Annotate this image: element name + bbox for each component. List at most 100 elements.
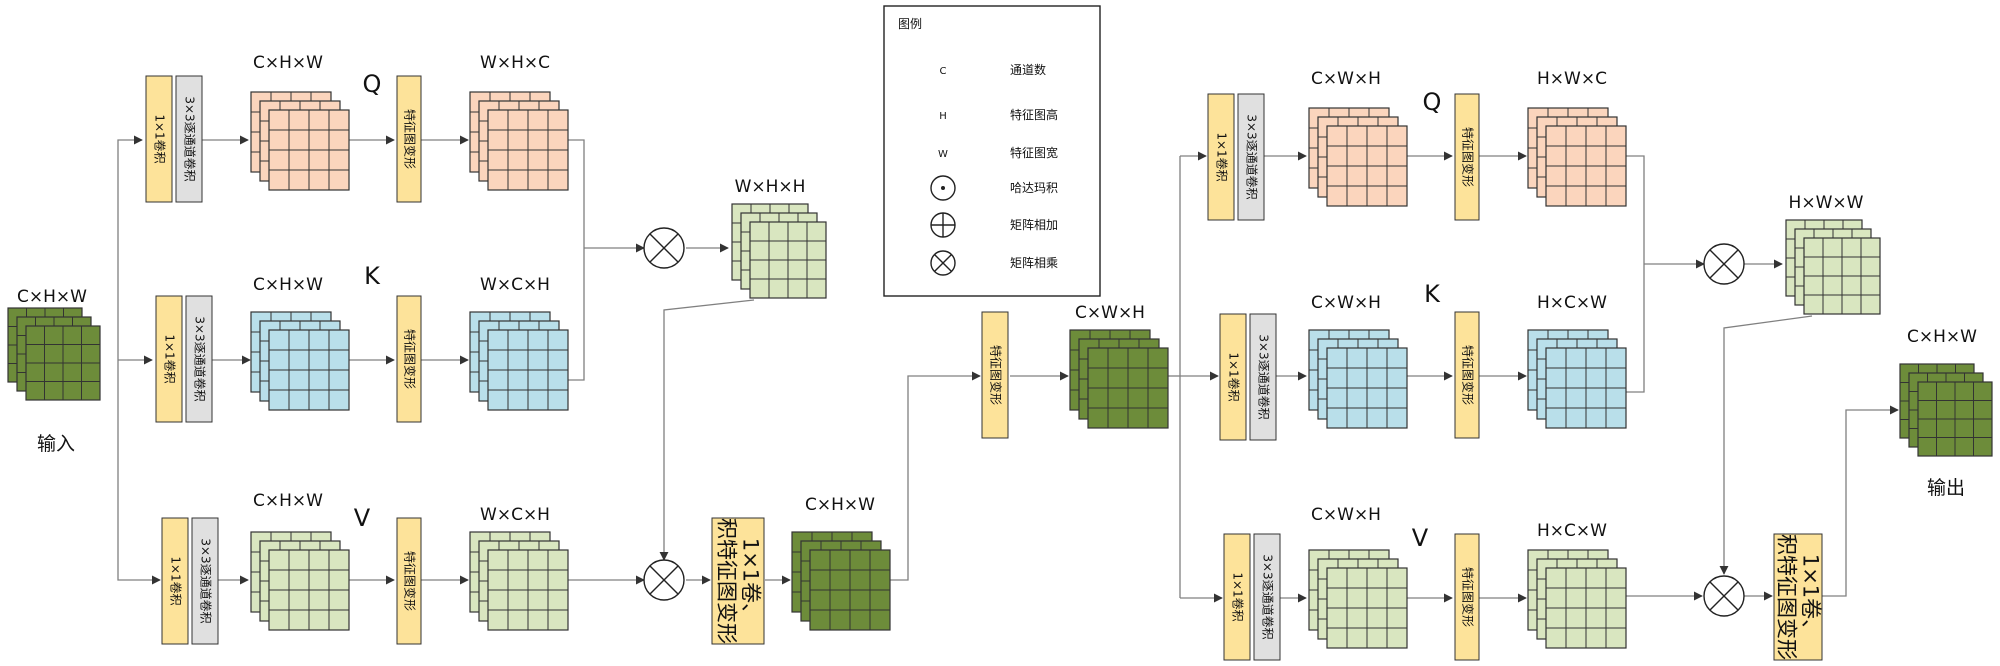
k2-dwconv-box-label: 3×3逐通道卷积 bbox=[1257, 334, 1272, 419]
feature-sheet bbox=[1326, 347, 1408, 429]
v-feature-map bbox=[250, 531, 350, 631]
multiply-op-v bbox=[643, 559, 685, 601]
op-stroke bbox=[649, 565, 679, 595]
v-conv1x1-box bbox=[161, 517, 189, 645]
attention-map-1 bbox=[731, 203, 827, 299]
feature-sheet bbox=[809, 549, 891, 631]
dim-s1-v: C×H×W bbox=[253, 491, 323, 511]
dim-s2-v: C×W×H bbox=[1311, 505, 1381, 525]
q-conv1x1-box-bg bbox=[145, 75, 173, 203]
q2-label: Q bbox=[1423, 88, 1442, 116]
v2-reshaped-map bbox=[1527, 549, 1627, 649]
k2-label: K bbox=[1424, 280, 1441, 308]
feature-sheet bbox=[268, 549, 350, 631]
conv-reshape-box-2-label: 1×1卷、积特征图变形 bbox=[1774, 534, 1822, 660]
conv-reshape-box-2-bg bbox=[1773, 533, 1823, 661]
k-reshaped-map bbox=[469, 311, 569, 411]
feature-sheet bbox=[487, 549, 569, 631]
k-dwconv-box bbox=[185, 295, 213, 423]
legend-plus-icon bbox=[930, 212, 956, 238]
dim-s2-v-reshaped: H×C×W bbox=[1537, 521, 1607, 541]
op-stroke bbox=[934, 254, 952, 272]
multiply-op-qk bbox=[643, 227, 685, 269]
k-reshape-box-bg bbox=[396, 295, 422, 423]
attn2-to-mult4 bbox=[1719, 315, 1813, 575]
feature-sheet bbox=[268, 109, 350, 191]
v2-dwconv-box-bg bbox=[1253, 533, 1281, 661]
label-line: 1×1卷、 bbox=[739, 538, 763, 624]
qk2-bracket bbox=[1626, 155, 1645, 393]
feature-sheet bbox=[1087, 347, 1169, 429]
dim-input: C×H×W bbox=[17, 287, 87, 307]
v-dwconv-box-label: 3×3逐通道卷积 bbox=[199, 538, 214, 623]
mid-reshape-box-label: 特征图变形 bbox=[989, 345, 1004, 405]
input-label: 输入 bbox=[37, 433, 75, 455]
legend-text-2: 特征图宽 bbox=[1010, 145, 1058, 160]
q-reshape-box bbox=[396, 75, 422, 203]
q2-reshape-box bbox=[1454, 93, 1480, 221]
legend-text-5: 矩阵相乘 bbox=[1010, 256, 1058, 270]
legend-text-0: 通道数 bbox=[1010, 62, 1046, 77]
feature-sheet bbox=[1326, 125, 1408, 207]
k2-conv1x1-box-label: 1×1卷积 bbox=[1227, 352, 1242, 401]
feature-sheet bbox=[268, 329, 350, 411]
q-reshape-box-bg bbox=[396, 75, 422, 203]
attn-to-mult2 bbox=[659, 299, 755, 561]
feature-sheet bbox=[25, 325, 101, 401]
v-conv1x1-box-label: 1×1卷积 bbox=[169, 556, 184, 605]
stage1-output-map bbox=[791, 531, 891, 631]
v2-feature-map bbox=[1308, 549, 1408, 649]
op-stroke bbox=[1709, 581, 1739, 611]
v2-reshape-box-label: 特征图变形 bbox=[1461, 567, 1476, 627]
feature-sheet bbox=[1917, 381, 1993, 457]
k-reshape-box-label: 特征图变形 bbox=[403, 329, 418, 389]
multiply-op-qk2 bbox=[1703, 243, 1745, 285]
q-conv1x1-box bbox=[145, 75, 173, 203]
q2-dwconv-box-bg bbox=[1237, 93, 1265, 221]
multiply-op-v2 bbox=[1703, 575, 1745, 617]
v-dwconv-box bbox=[191, 517, 219, 645]
q-feature-map bbox=[250, 91, 350, 191]
q-dwconv-box bbox=[175, 75, 203, 203]
v2-conv1x1-box bbox=[1223, 533, 1251, 661]
output-label: 输出 bbox=[1927, 477, 1965, 499]
v2-dwconv-box bbox=[1253, 533, 1281, 661]
output-feature-map bbox=[1899, 363, 1993, 457]
k-label: K bbox=[364, 262, 381, 290]
v-reshaped-map bbox=[469, 531, 569, 631]
conv-to-output bbox=[1822, 405, 1899, 597]
k-conv1x1-box-bg bbox=[155, 295, 183, 423]
k2-reshape-box-bg bbox=[1454, 311, 1480, 439]
v-label: V bbox=[354, 504, 371, 532]
v-reshape-box bbox=[396, 517, 422, 645]
q2-dwconv-box bbox=[1237, 93, 1265, 221]
dim-s1-v-reshaped: W×C×H bbox=[480, 505, 550, 525]
conv-reshape-box-2 bbox=[1773, 533, 1823, 661]
q-dwconv-box-label: 3×3逐通道卷积 bbox=[183, 96, 198, 181]
attention-map-2 bbox=[1785, 219, 1881, 315]
label-line: 1×1卷、 bbox=[1799, 554, 1823, 640]
input-to-v bbox=[117, 360, 161, 585]
k2-dwconv-box bbox=[1249, 313, 1277, 441]
mid-reshape-box-bg bbox=[981, 311, 1009, 439]
legend-title: 图例 bbox=[898, 17, 922, 31]
k-conv1x1-box bbox=[155, 295, 183, 423]
k-dwconv-box-bg bbox=[185, 295, 213, 423]
legend-symbol-W: W bbox=[938, 149, 948, 160]
q-conv1x1-box-label: 1×1卷积 bbox=[153, 114, 168, 163]
q2-conv1x1-box-bg bbox=[1207, 93, 1235, 221]
feature-sheet bbox=[1545, 347, 1627, 429]
legend-box bbox=[883, 5, 1101, 297]
k-feature-map bbox=[250, 311, 350, 411]
q2-reshaped-map bbox=[1527, 107, 1627, 207]
q2-feature-map bbox=[1308, 107, 1408, 207]
v-dwconv-box-bg bbox=[191, 517, 219, 645]
k2-feature-map bbox=[1308, 329, 1408, 429]
feature-sheet bbox=[1326, 567, 1408, 649]
k2-conv1x1-box bbox=[1219, 313, 1247, 441]
op-stroke bbox=[649, 233, 679, 263]
feature-sheet bbox=[1545, 125, 1627, 207]
q-label: Q bbox=[363, 70, 382, 98]
